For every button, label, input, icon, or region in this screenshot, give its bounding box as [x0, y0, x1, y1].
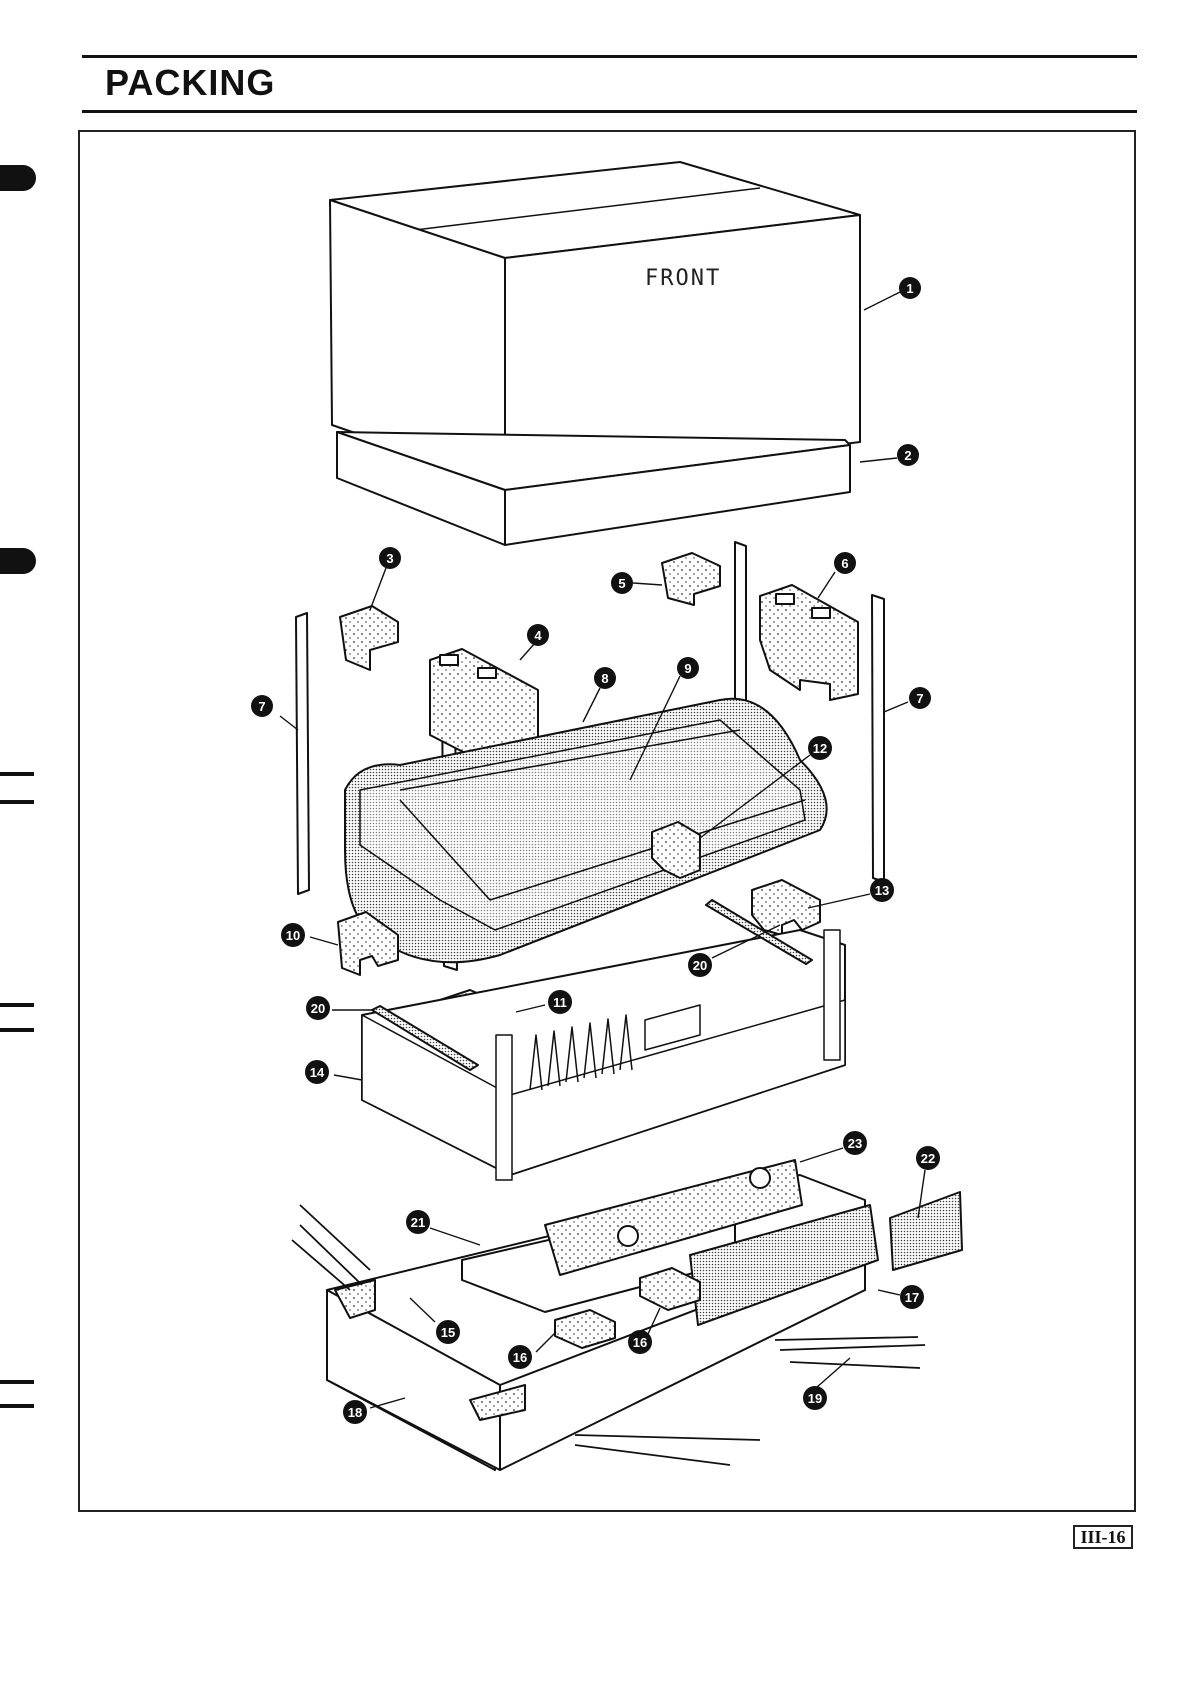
svg-text:14: 14 — [310, 1065, 325, 1080]
callout-6: 6 — [834, 552, 856, 574]
svg-text:6: 6 — [841, 556, 848, 571]
svg-text:10: 10 — [286, 928, 300, 943]
callout-4: 4 — [527, 624, 549, 646]
callout-7-right: 7 — [909, 687, 931, 709]
svg-text:3: 3 — [386, 551, 393, 566]
corner-rail-right — [872, 595, 884, 882]
callout-20-right: 20 — [688, 953, 712, 977]
svg-text:7: 7 — [258, 699, 265, 714]
svg-text:18: 18 — [348, 1405, 362, 1420]
foam-block-3 — [340, 606, 398, 670]
svg-text:12: 12 — [813, 741, 827, 756]
inner-tray-14 — [362, 930, 845, 1180]
callout-21: 21 — [406, 1210, 430, 1234]
box-front-label: FRONT — [645, 266, 721, 291]
svg-text:8: 8 — [601, 671, 608, 686]
callout-2: 2 — [897, 444, 919, 466]
callout-19: 19 — [803, 1386, 827, 1410]
corner-rail-left — [296, 613, 309, 894]
foam-block-6 — [760, 585, 858, 700]
callout-12: 12 — [808, 736, 832, 760]
svg-text:1: 1 — [906, 281, 913, 296]
corner-rail-back — [735, 542, 746, 720]
callout-18: 18 — [343, 1400, 367, 1424]
svg-text:23: 23 — [848, 1136, 862, 1151]
svg-text:22: 22 — [921, 1151, 935, 1166]
svg-text:15: 15 — [441, 1325, 455, 1340]
svg-text:13: 13 — [875, 883, 889, 898]
callout-3: 3 — [379, 547, 401, 569]
callout-5: 5 — [611, 572, 633, 594]
svg-text:2: 2 — [904, 448, 911, 463]
svg-text:21: 21 — [411, 1215, 425, 1230]
svg-text:16: 16 — [633, 1335, 647, 1350]
callout-9: 9 — [677, 657, 699, 679]
svg-text:9: 9 — [684, 661, 691, 676]
page-number: III-16 — [1073, 1525, 1133, 1549]
callout-16-left: 16 — [508, 1345, 532, 1369]
svg-text:16: 16 — [513, 1350, 527, 1365]
callout-16-right: 16 — [628, 1330, 652, 1354]
svg-text:11: 11 — [553, 995, 567, 1010]
bagged-instrument — [345, 699, 827, 963]
callout-7-left: 7 — [251, 695, 273, 717]
callout-20-left: 20 — [306, 996, 330, 1020]
bottom-tray-2 — [337, 432, 850, 545]
callout-22: 22 — [916, 1146, 940, 1170]
callout-11: 11 — [548, 990, 572, 1014]
svg-text:19: 19 — [808, 1391, 822, 1406]
callout-15: 15 — [436, 1320, 460, 1344]
card-22 — [890, 1192, 962, 1270]
callout-23: 23 — [843, 1131, 867, 1155]
svg-text:5: 5 — [618, 576, 625, 591]
callout-17: 17 — [900, 1285, 924, 1309]
svg-text:17: 17 — [905, 1290, 919, 1305]
callout-8: 8 — [594, 667, 616, 689]
foam-block-5 — [662, 553, 720, 605]
svg-text:20: 20 — [693, 958, 707, 973]
svg-text:4: 4 — [534, 628, 542, 643]
callout-13: 13 — [870, 878, 894, 902]
svg-text:20: 20 — [311, 1001, 325, 1016]
callout-10: 10 — [281, 923, 305, 947]
callout-14: 14 — [305, 1060, 329, 1084]
callout-1: 1 — [899, 277, 921, 299]
svg-text:7: 7 — [916, 691, 923, 706]
